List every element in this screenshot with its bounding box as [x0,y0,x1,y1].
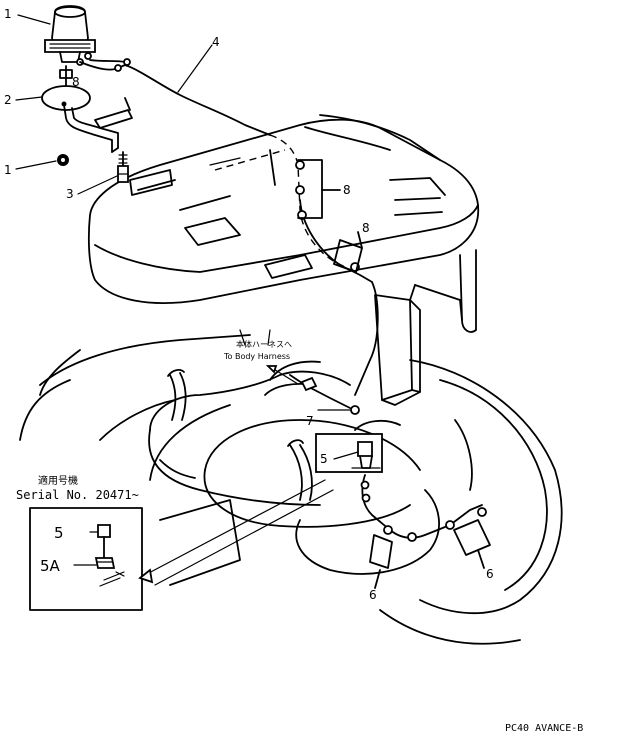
cab-post [374,294,421,406]
harness-note-en: To Body Harness [223,352,290,361]
lamp-bracket [63,97,133,153]
nut [57,154,69,166]
callout-8-lamp: 8 [72,75,80,89]
body-harness-arrow [265,365,299,385]
clamp-callout-frames [297,159,491,589]
canopy-roof [87,114,480,333]
callout-7: 7 [306,414,314,428]
model-footer: PC40 AVANCE-B [505,723,583,733]
leader-lines [15,14,359,566]
inset-plate-5a [94,557,116,569]
callout-8-rear: 8 [362,221,370,235]
callout-8-roof: 8 [343,183,351,197]
callout-1-top: 1 [4,7,12,21]
bolt [117,151,129,183]
serial-inset-box [29,507,143,611]
beacon-base-plate [41,65,91,111]
harness-note-jp: 本体ハーネスへ [236,339,292,349]
callout-1-bottom: 1 [4,163,12,177]
switch-harness [360,419,487,542]
rotating-beacon-lamp [44,5,96,66]
inset-switch-5 [97,524,111,538]
inset-label-5a: 5A [40,557,61,575]
serial-note-en: Serial No. 20471~ [16,488,139,502]
operator-seat [148,360,440,575]
control-lever [167,369,313,501]
detail-arrow [138,479,334,586]
callout-5: 5 [320,452,328,466]
callout-6-right: 6 [486,567,494,581]
callout-3: 3 [66,187,74,201]
inset-frame [29,507,143,611]
callout-2: 2 [4,93,12,107]
callout-4: 4 [212,35,220,49]
serial-note-jp: 適用号機 [38,474,78,487]
callout-6-left: 6 [369,588,377,602]
beacon-switch-assembly [315,433,383,473]
machine-body-outline [19,334,563,645]
inset-label-5: 5 [54,524,64,542]
lamp-wiring-harness [79,58,379,415]
